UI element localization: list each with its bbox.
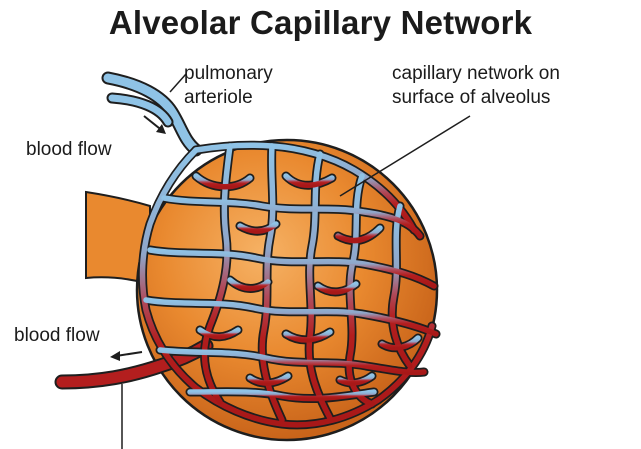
blood-flow-arrow-out: [110, 351, 142, 361]
capillary-network-label-line2: surface of alveolus: [392, 86, 560, 110]
capillary-network-label-line1: capillary network on: [392, 62, 560, 86]
pulmonary-arteriole-label: pulmonary arteriole: [184, 62, 273, 110]
diagram-title: Alveolar Capillary Network: [0, 4, 641, 42]
pulmonary-arteriole-label-line2: arteriole: [184, 86, 273, 110]
pulmonary-arteriole-label-line1: pulmonary: [184, 62, 273, 86]
capillary-network-label: capillary network on surface of alveolus: [392, 62, 560, 110]
blood-flow-label-top: blood flow: [26, 138, 112, 162]
capillary-leader-line: [340, 116, 470, 196]
blood-flow-label-bottom: blood flow: [14, 324, 100, 348]
